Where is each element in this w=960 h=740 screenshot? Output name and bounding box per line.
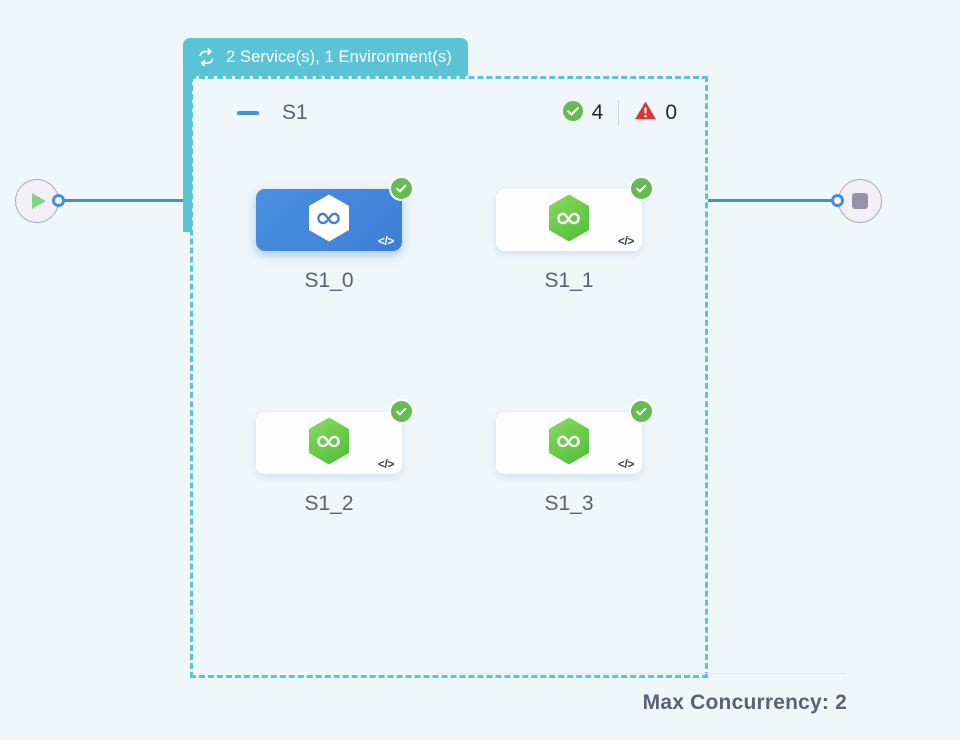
check-circle-icon <box>562 100 584 127</box>
stop-icon <box>852 193 868 209</box>
edge-start-to-group[interactable] <box>62 199 187 202</box>
group-container: S1 4 <box>190 76 847 714</box>
error-count: 0 <box>665 101 677 124</box>
service-hexagon-icon <box>306 193 352 248</box>
check-circle-icon <box>629 399 654 424</box>
check-circle-icon <box>629 176 654 201</box>
task-card[interactable]: </> <box>256 399 414 474</box>
max-concurrency-label: Max Concurrency: 2 <box>642 691 847 714</box>
service-hexagon-icon <box>546 416 592 471</box>
group-header: S1 4 <box>193 79 705 147</box>
group-tab[interactable]: 2 Service(s), 1 Environment(s) <box>183 38 468 76</box>
footer-divider <box>437 673 847 674</box>
task-node-s1-1[interactable]: </> S1_1 <box>496 176 654 293</box>
start-node[interactable] <box>15 179 59 223</box>
task-card[interactable]: </> <box>496 399 654 474</box>
success-count: 4 <box>591 101 604 124</box>
service-hexagon-icon <box>306 416 352 471</box>
task-card[interactable]: </> <box>256 176 414 251</box>
play-icon <box>32 193 46 209</box>
error-status-chip: 0 <box>634 100 677 126</box>
edge-group-to-end[interactable] <box>708 199 836 202</box>
task-label: S1_3 <box>544 492 594 515</box>
start-node-output-handle[interactable] <box>52 194 65 207</box>
task-node-s1-2[interactable]: </> S1_2 <box>256 399 414 516</box>
code-icon[interactable]: </> <box>617 457 635 471</box>
task-card[interactable]: </> <box>496 176 654 251</box>
group-status-cluster: 4 0 <box>562 100 677 127</box>
code-icon[interactable]: </> <box>617 234 635 248</box>
task-label: S1_2 <box>304 492 354 515</box>
group-name-label: S1 <box>282 101 308 124</box>
service-hexagon-icon <box>546 193 592 248</box>
success-status-chip: 4 <box>562 100 604 127</box>
group-tab-label: 2 Service(s), 1 Environment(s) <box>226 47 452 66</box>
check-circle-icon <box>389 176 414 201</box>
check-circle-icon <box>389 399 414 424</box>
end-node-input-handle[interactable] <box>831 194 844 207</box>
task-label: S1_1 <box>544 269 594 292</box>
task-node-s1-3[interactable]: </> S1_3 <box>496 399 654 516</box>
code-icon[interactable]: </> <box>377 457 395 471</box>
minus-icon[interactable] <box>237 111 259 115</box>
status-divider <box>618 100 620 126</box>
warning-triangle-icon <box>634 100 657 126</box>
code-icon[interactable]: </> <box>377 234 395 248</box>
end-node[interactable] <box>838 179 882 223</box>
task-label: S1_0 <box>304 269 354 292</box>
loop-icon <box>196 47 217 67</box>
group-left-accent-strip <box>183 74 192 232</box>
task-node-s1-0[interactable]: </> S1_0 <box>256 176 414 293</box>
